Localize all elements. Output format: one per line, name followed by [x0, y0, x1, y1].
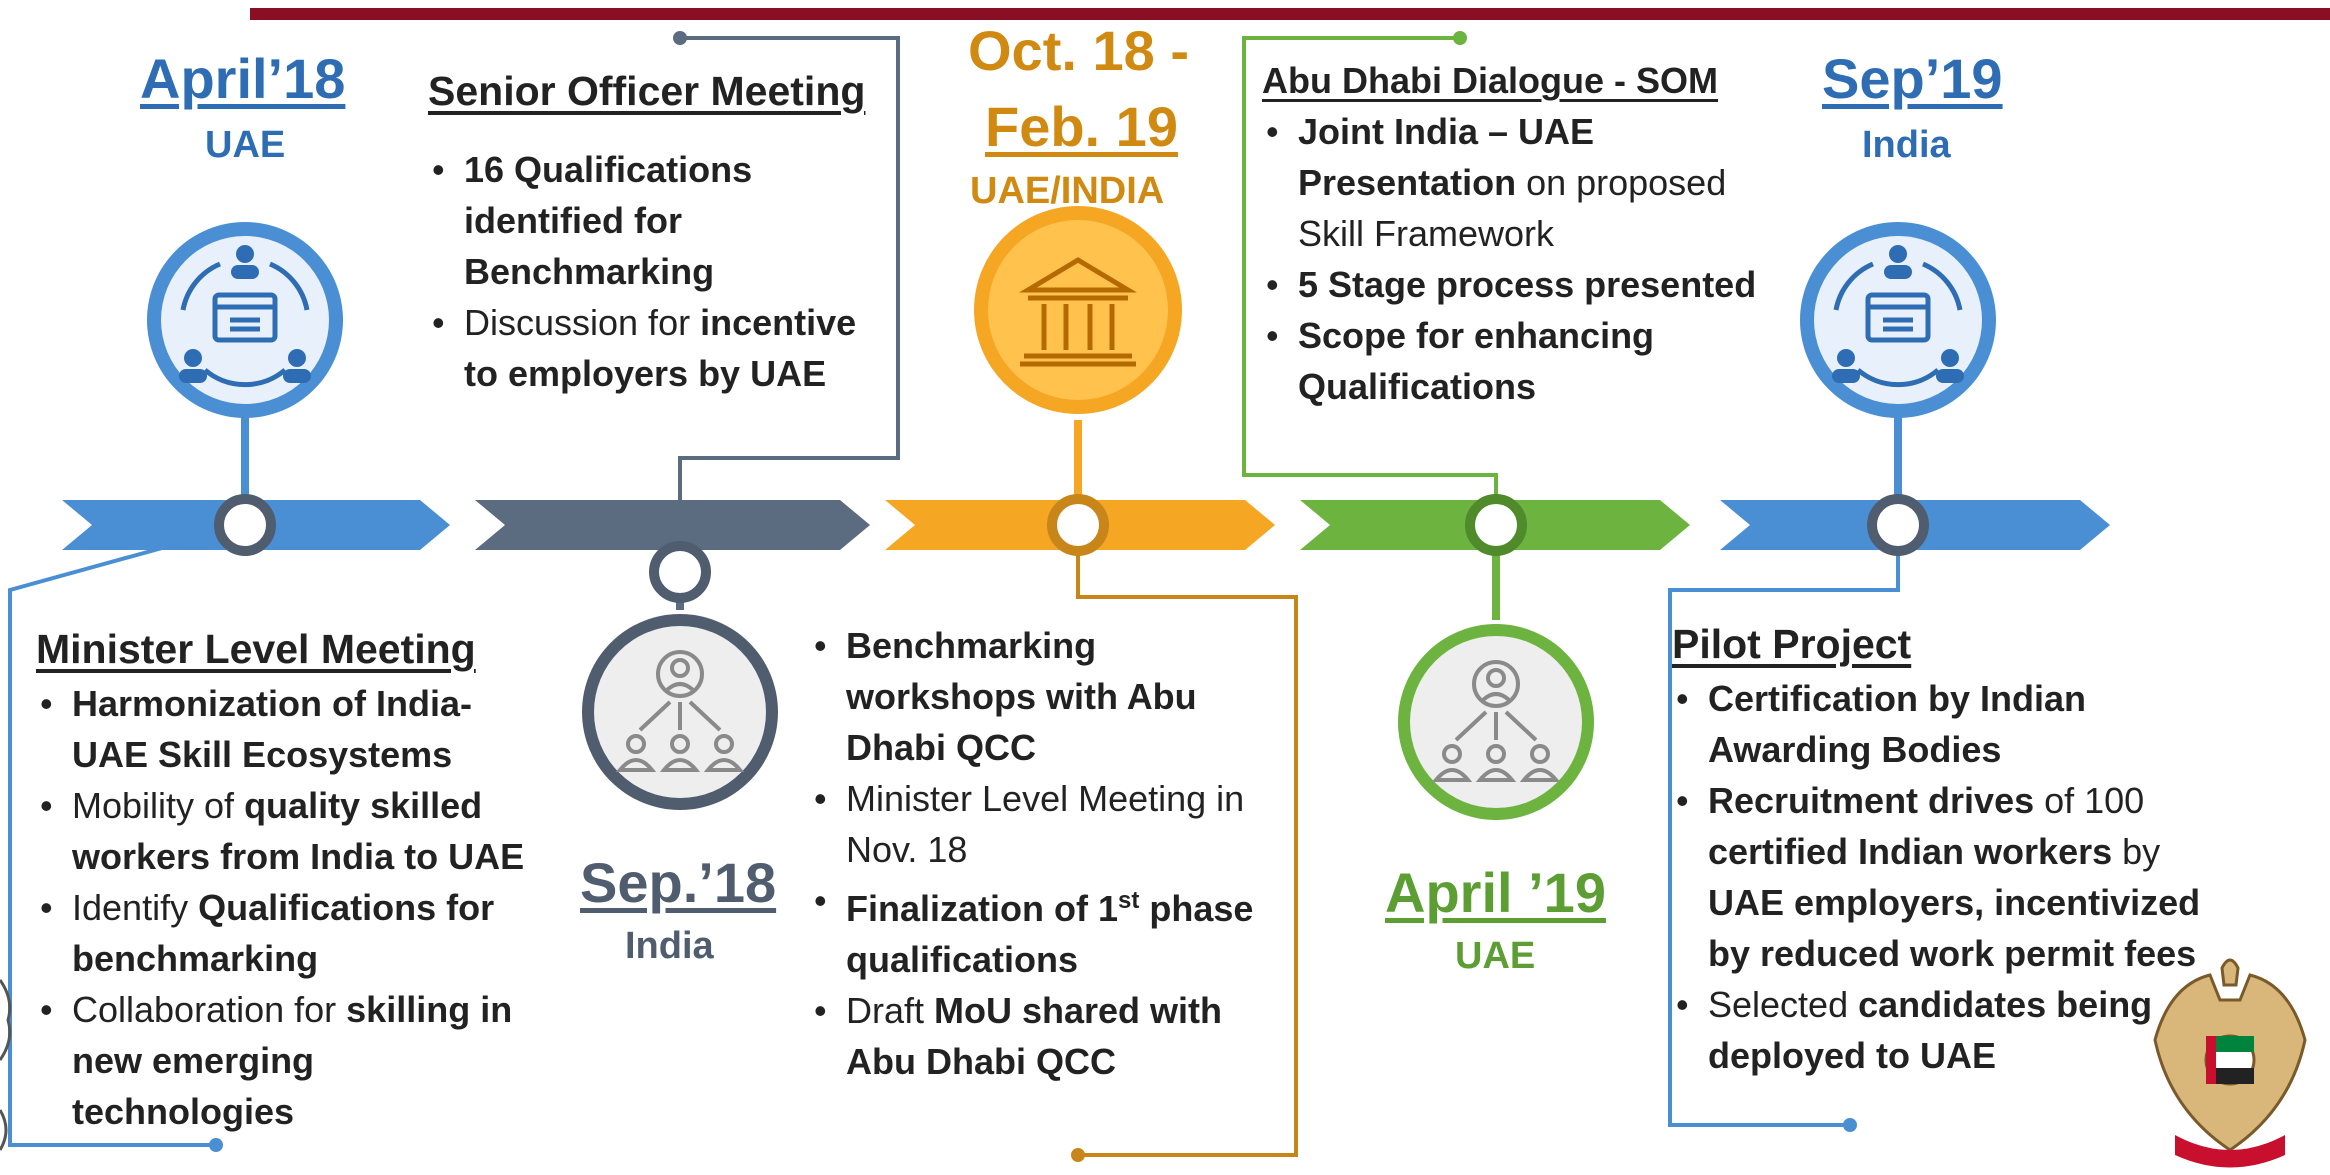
bullet-item: Finalization of 1st phase qualifications [810, 875, 1253, 985]
milestone-2-place: India [625, 925, 714, 967]
bullet-line: 16 Qualifications [464, 149, 753, 190]
node-5 [1867, 494, 1929, 556]
bullet-line: Nov. 18 [846, 829, 968, 870]
milestone-5-date: Sep’19 [1822, 47, 2003, 110]
bullet-line: Mobility of quality skilled [72, 785, 483, 826]
bullet-item: Recruitment drives of 100 certified India… [1672, 775, 2200, 979]
bullet-line: Skill Framework [1298, 213, 1555, 254]
milestone-4-place: UAE [1455, 935, 1536, 977]
milestone-2-date: Sep.’18 [580, 851, 777, 914]
bullet-line: Benchmarking [464, 251, 715, 292]
bullet-line: identified for [464, 200, 682, 241]
node-1 [214, 494, 276, 556]
bullet-item: Collaboration for skilling in new emergin… [36, 984, 524, 1137]
pilot-heading: Pilot Project [1672, 621, 1912, 667]
bullet-line: 5 Stage process presented [1298, 264, 1757, 305]
milestone-1-place: UAE [205, 124, 286, 166]
milestone-3-date-line2: Feb. 19 [985, 95, 1178, 158]
bullet-line: Awarding Bodies [1708, 729, 2002, 770]
top-border-bar [250, 8, 2330, 20]
connector-dialogue [1242, 36, 1498, 525]
bullet-item: Discussion for incentive to employers by … [428, 297, 865, 399]
bullet-line: Minister Level Meeting in [846, 778, 1245, 819]
bullet-item: 5 Stage process presented [1262, 259, 1756, 310]
bullet-item: Harmonization of India- UAE Skill Ecosyst… [36, 678, 524, 780]
minister-meeting-block: Minister Level MeetingHarmonization of I… [36, 620, 524, 1137]
bullet-line: benchmarking [72, 938, 319, 979]
milestone-3-date-line1: Oct. 18 - [968, 19, 1189, 82]
senior-heading: Senior Officer Meeting [428, 68, 866, 114]
minister-bullet-list: Harmonization of India- UAE Skill Ecosyst… [36, 678, 524, 1137]
node-3 [1047, 494, 1109, 556]
hierarchy-people-icon [582, 614, 778, 810]
bullet-line: Certification by Indian [1708, 678, 2087, 719]
bullet-line: Discussion for incentive [464, 302, 857, 343]
bullet-line: Recruitment drives of 100 [1708, 780, 2145, 821]
bullet-line: UAE Skill Ecosystems [72, 734, 453, 775]
bullet-item: 16 Qualifications identified forBenchmark… [428, 144, 865, 297]
bullet-line: Selected candidates being [1708, 984, 2153, 1025]
bullet-line: new emerging [72, 1040, 315, 1081]
bullet-line: to employers by UAE [464, 353, 827, 394]
chevron-2 [475, 500, 870, 550]
meeting-network-icon [1800, 222, 1996, 418]
milestone-3-place: UAE/INDIA [970, 170, 1165, 212]
bullet-line: technologies [72, 1091, 295, 1132]
milestone-4-date: April ’19 [1385, 861, 1606, 924]
connector-pilot [1668, 525, 1900, 1127]
bullet-line: Scope for enhancing [1298, 315, 1655, 356]
bullet-item: Mobility of quality skilled workers from … [36, 780, 524, 882]
bullet-line: Harmonization of India- [72, 683, 472, 724]
bullet-line: Finalization of 1st phase [846, 887, 1254, 929]
connector-minister [8, 523, 246, 1147]
institution-building-icon [974, 206, 1182, 414]
bullet-line: Qualifications [1298, 366, 1537, 407]
bullet-line: by reduced work permit fees [1708, 933, 2197, 974]
connector-bench [1076, 525, 1298, 1157]
bullet-line: Draft MoU shared with [846, 990, 1223, 1031]
dialogue-bullet-list: Joint India – UAE Presentation on propose… [1262, 106, 1756, 412]
bullet-line: Benchmarking [846, 625, 1097, 666]
pilot-project-block: Pilot ProjectCertification by IndianAwar… [1672, 615, 2200, 1081]
senior-officer-block: Senior Officer Meeting 16 Qualifications i… [428, 62, 865, 399]
bullet-item: Selected candidates being deployed to UAE [1672, 979, 2200, 1081]
bullet-line: Presentation on proposed [1298, 162, 1727, 203]
hierarchy-people-icon [1398, 624, 1594, 820]
bullet-line: qualifications [846, 939, 1079, 980]
bullet-line: workshops with Abu [846, 676, 1197, 717]
bullet-line: workers from India to UAE [72, 836, 525, 877]
minister-heading: Minister Level Meeting [36, 626, 476, 672]
meeting-network-icon [147, 222, 343, 418]
bullet-line: Abu Dhabi QCC [846, 1041, 1116, 1082]
senior-bullet-list: 16 Qualifications identified forBenchmark… [428, 144, 865, 399]
node-2 [649, 541, 711, 603]
bullet-line: UAE employers, incentivized [1708, 882, 2201, 923]
abu-dhabi-dialogue-block: Abu Dhabi Dialogue - SOM Joint India – UA… [1262, 56, 1756, 412]
bullet-item: Joint India – UAE Presentation on propose… [1262, 106, 1756, 259]
bullet-item: Identify Qualifications for benchmarking [36, 882, 524, 984]
bullet-line: deployed to UAE [1708, 1035, 1997, 1076]
bullet-item: Minister Level Meeting in Nov. 18 [810, 773, 1253, 875]
bullet-line: Collaboration for skilling in [72, 989, 513, 1030]
bullet-line: certified Indian workers by [1708, 831, 2161, 872]
connector-senior [678, 36, 900, 527]
bullet-line: Dhabi QCC [846, 727, 1037, 768]
milestone-1-date: April’18 [140, 47, 346, 110]
dialogue-heading: Abu Dhabi Dialogue - SOM [1262, 60, 1718, 101]
bullet-line: Joint India – UAE [1298, 111, 1595, 152]
milestone-5-place: India [1862, 124, 1951, 166]
node-4 [1465, 494, 1527, 556]
left-emblem-fragment-icon [0, 979, 12, 1151]
bullet-line: Identify Qualifications for [72, 887, 495, 928]
